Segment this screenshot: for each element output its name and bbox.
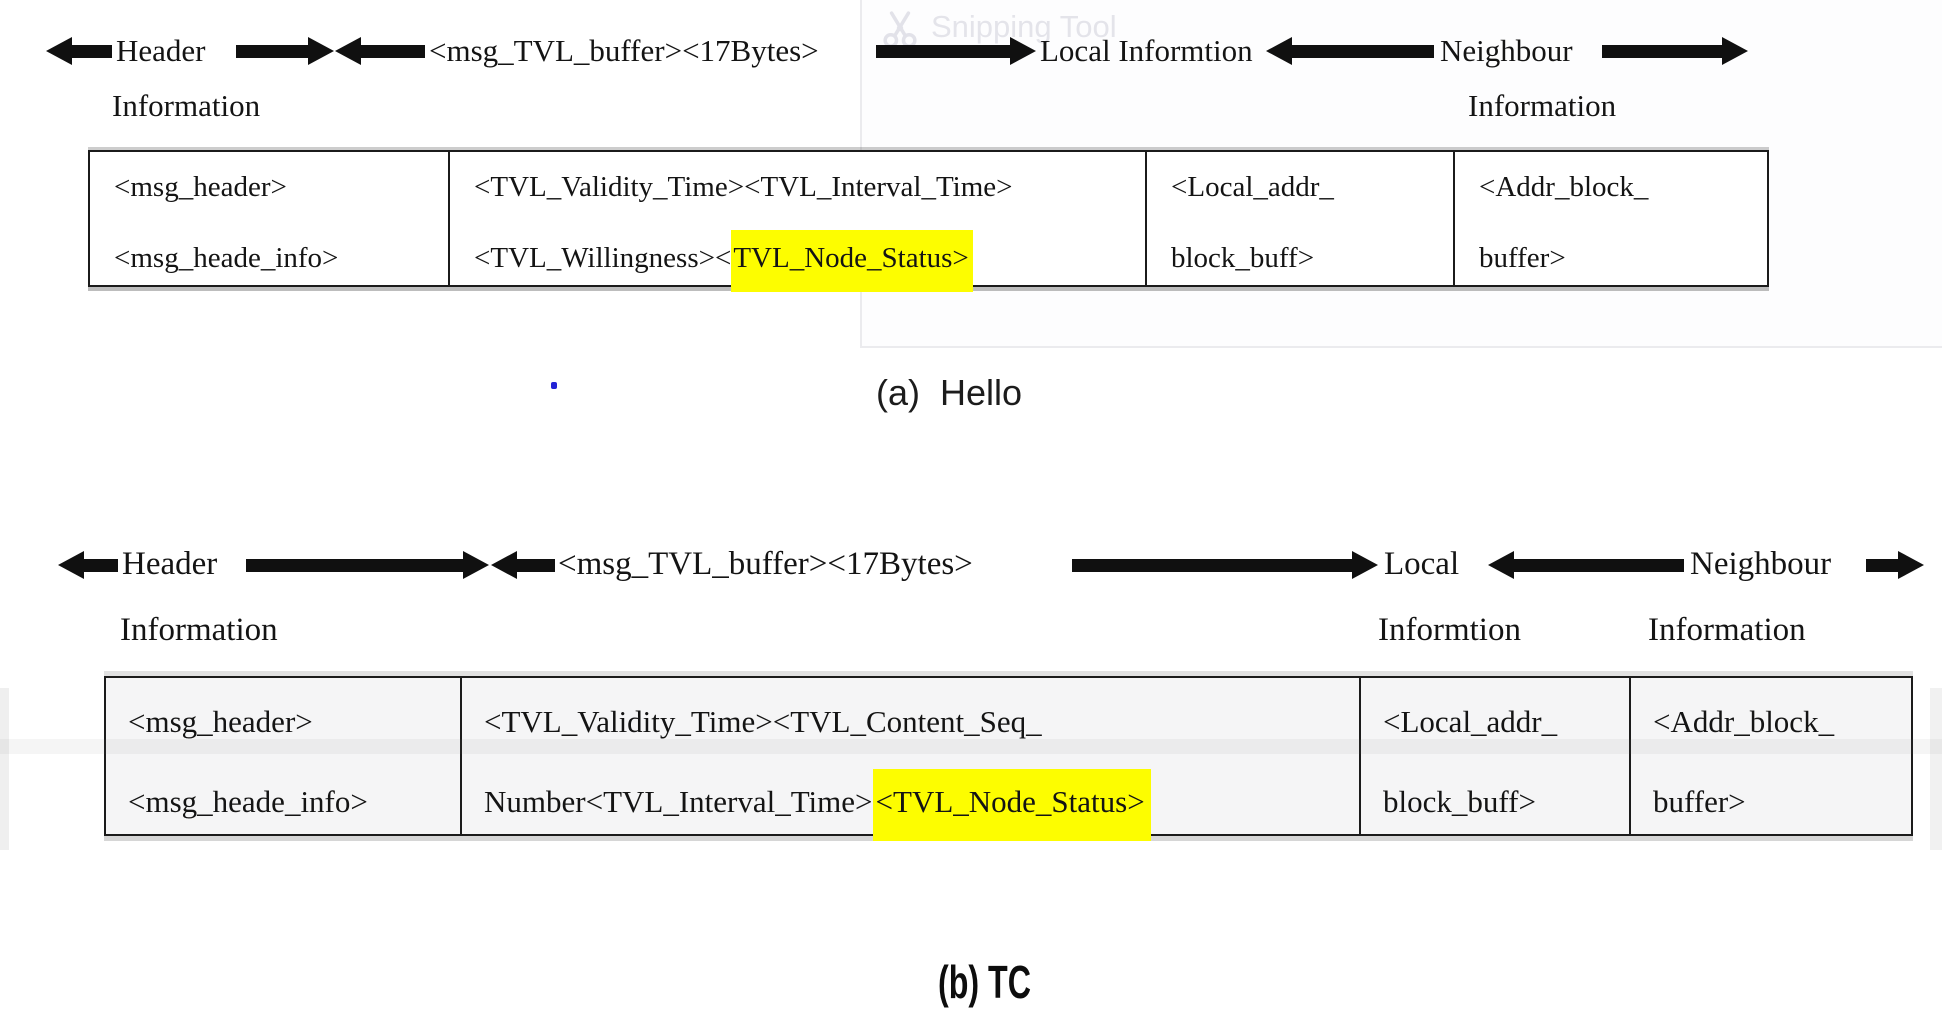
diagram-a-header-label: Header: [116, 33, 206, 68]
cell-line: <Local_addr_: [1171, 171, 1334, 203]
diagram-a-neighbour-info-label: Information: [1468, 88, 1617, 123]
cell-line: block_buff>: [1171, 242, 1315, 274]
table-cell-msg-header: <msg_header> <msg_heade_info>: [106, 678, 460, 834]
diagram-b-neighbour-info-label: Information: [1648, 612, 1806, 648]
cell-line: <Local_addr_: [1383, 704, 1558, 739]
cell-line: <msg_heade_info>: [114, 242, 339, 274]
arrow-left-icon: [1266, 37, 1434, 65]
caption-b-tc: (b) TC: [938, 956, 1031, 1008]
table-cell-msg-header: <msg_header> <msg_heade_info>: [90, 152, 448, 285]
cell-line-plain: Number<TVL_Interval_Time>: [484, 784, 873, 819]
diagram-b-local-label: Local: [1384, 546, 1460, 582]
diagram-b-local-info-label: Informtion: [1378, 612, 1521, 648]
cell-line: <msg_header>: [114, 171, 287, 203]
cell-line: <TVL_Validity_Time><TVL_Interval_Time>: [474, 171, 1013, 203]
highlighted-tvl-node-status: TVL_Node_Status>: [731, 230, 973, 292]
caption-a-hello: (a) Hello: [876, 372, 1023, 413]
cell-line: Number<TVL_Interval_Time><TVL_Node_Statu…: [484, 769, 1353, 841]
diagram-b-header-info-label: Information: [120, 612, 278, 648]
table-cell-local-addr: <Local_addr_ block_buff>: [1359, 678, 1629, 834]
arrow-right-icon: [246, 551, 489, 579]
diagram-b-header-label: Header: [122, 546, 218, 582]
cell-line: <TVL_Willingness><TVL_Node_Status>: [474, 230, 1139, 292]
tc-message-format-table: <msg_header> <msg_heade_info> <TVL_Valid…: [104, 676, 1913, 841]
table-cell-addr-block: <Addr_block_ buffer>: [1629, 678, 1911, 834]
highlighted-tvl-node-status: <TVL_Node_Status>: [872, 769, 1151, 841]
diagram-b-neighbour-label: Neighbour: [1690, 546, 1832, 582]
cell-line-plain: <TVL_Willingness><: [474, 242, 732, 274]
diagram-a-header-info-label: Information: [112, 88, 261, 123]
table-cell-local-addr: <Local_addr_ block_buff>: [1145, 152, 1453, 285]
cell-line: <TVL_Validity_Time><TVL_Content_Seq_: [484, 704, 1042, 739]
arrow-right-icon: [1602, 37, 1748, 65]
cell-line: <Addr_block_: [1479, 171, 1649, 203]
diagram-b-buffer-label: <msg_TVL_buffer><17Bytes>: [558, 546, 973, 582]
arrow-left-icon: [46, 37, 112, 65]
scan-artifact-left-edge: [0, 688, 9, 850]
diagram-a-buffer-label: <msg_TVL_buffer><17Bytes>: [429, 33, 819, 68]
cell-line: buffer>: [1479, 242, 1566, 274]
arrow-left-icon: [335, 37, 425, 65]
arrow-left-icon: [58, 551, 118, 579]
arrow-left-icon: [1488, 551, 1684, 579]
stray-blue-dot: [551, 382, 557, 389]
table-cell-tvl-fields: <TVL_Validity_Time><TVL_Interval_Time> <…: [448, 152, 1145, 292]
cell-line: block_buff>: [1383, 784, 1536, 819]
cell-line: <msg_heade_info>: [128, 784, 368, 819]
table-cell-tvl-fields: <TVL_Validity_Time><TVL_Content_Seq_ Num…: [460, 678, 1359, 841]
scan-artifact-right-edge: [1930, 688, 1942, 850]
arrow-right-icon: [1072, 551, 1378, 579]
hello-message-format-table: <msg_header> <msg_heade_info> <TVL_Valid…: [88, 150, 1769, 292]
cell-line: <Addr_block_: [1653, 704, 1835, 739]
arrow-right-icon: [236, 37, 334, 65]
diagram-a-local-label: Local Informtion: [1040, 33, 1253, 68]
arrow-left-icon: [491, 551, 555, 579]
arrow-right-icon: [876, 37, 1036, 65]
diagram-a-neighbour-label: Neighbour: [1440, 33, 1573, 68]
cell-line: <msg_header>: [128, 704, 313, 739]
cell-line: buffer>: [1653, 784, 1746, 819]
arrow-right-icon: [1866, 551, 1924, 579]
table-cell-addr-block: <Addr_block_ buffer>: [1453, 152, 1767, 285]
